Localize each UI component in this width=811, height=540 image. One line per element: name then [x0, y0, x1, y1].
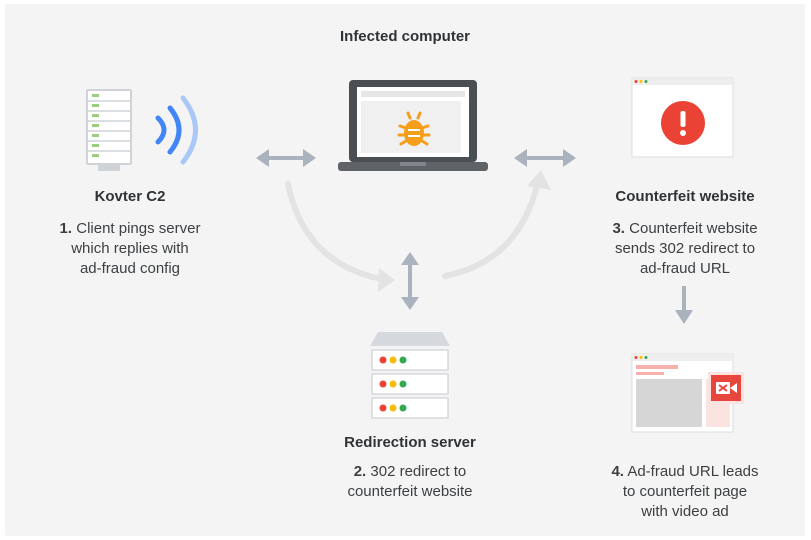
kovter-line-2: which replies with — [71, 240, 189, 257]
counterfeit-description: 3. Counterfeit website sends 302 redirec… — [580, 219, 790, 279]
server-icon — [86, 89, 132, 171]
redirection-description: 2. 302 redirect to counterfeit website — [305, 462, 515, 502]
server-rack-icon — [370, 332, 450, 419]
infected-computer-title: Infected computer — [339, 28, 471, 45]
kovter-line-1: Client pings server — [76, 220, 201, 237]
exclamation-icon — [661, 101, 705, 145]
redirection-line-1: 302 redirect to — [370, 463, 467, 480]
counterfeit-line-3: ad-fraud URL — [639, 260, 731, 277]
adfraud-description: 4. Ad-fraud URL leads to counterfeit pag… — [585, 462, 785, 522]
wifi-signal-icon — [155, 95, 198, 165]
kovter-description: 1. Client pings server which replies wit… — [35, 219, 225, 279]
curve-redirection-to-counterfeit — [442, 183, 540, 279]
counterfeit-line-2: sends 302 redirect to — [614, 240, 756, 257]
curve-c2-to-redirection — [285, 181, 390, 283]
down-arrow — [675, 286, 693, 324]
bug-icon — [397, 111, 431, 146]
adfraud-line-3: with video ad — [641, 503, 729, 520]
double-arrow-left — [256, 149, 316, 167]
curve-c2-head — [378, 268, 395, 292]
double-arrow-vertical — [401, 252, 419, 310]
curve-counterfeit-head — [527, 170, 551, 190]
diagram-canvas: Infected computer — [5, 4, 805, 536]
double-arrow-right — [514, 149, 576, 167]
video-camera-icon — [708, 372, 744, 404]
counterfeit-website-title: Counterfeit website — [615, 188, 755, 205]
flow-arrows — [256, 149, 693, 324]
kovter-step-number: 1. — [59, 220, 73, 237]
kovter-c2-title: Kovter C2 — [94, 188, 166, 205]
redirection-line-2: counterfeit website — [347, 483, 473, 500]
redirection-server-title: Redirection server — [344, 434, 476, 451]
counterfeit-line-1: Counterfeit website — [629, 220, 758, 237]
adfraud-line-2: to counterfeit page — [622, 483, 748, 500]
counterfeit-step-number: 3. — [612, 220, 625, 237]
adfraud-line-1: Ad-fraud URL leads — [627, 463, 759, 480]
kovter-line-3: ad-fraud config — [79, 260, 181, 277]
adfraud-step-number: 4. — [611, 463, 624, 480]
redirection-step-number: 2. — [353, 463, 367, 480]
